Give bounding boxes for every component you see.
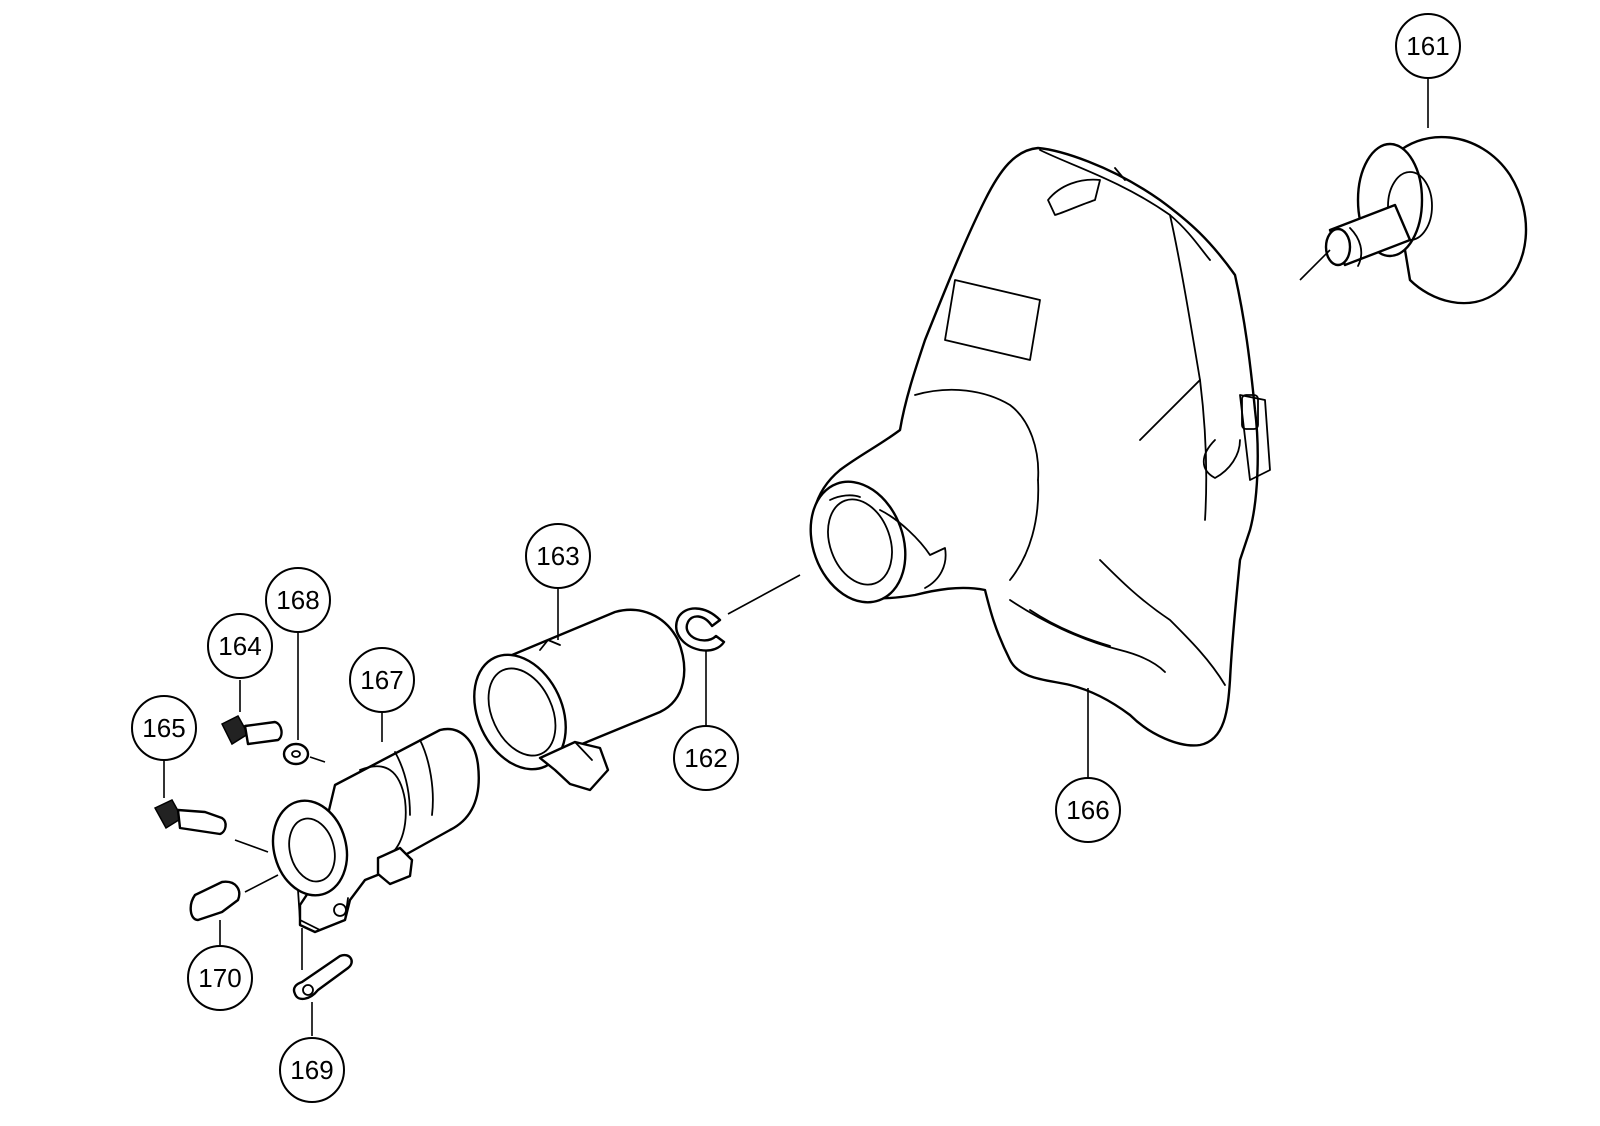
callout-label-164: 164 (218, 631, 261, 661)
callout-162: 162 (673, 725, 739, 791)
part-163-clamp-sleeve (473, 588, 686, 792)
callout-label-167: 167 (360, 665, 403, 695)
part-161-clutch-drum (1299, 135, 1528, 305)
callout-170: 170 (187, 945, 253, 1011)
callout-164: 164 (207, 613, 273, 679)
callout-166: 166 (1055, 777, 1121, 843)
callout-163: 163 (525, 523, 591, 589)
part-169-bracket (292, 953, 353, 1036)
callout-168: 168 (265, 567, 331, 633)
callout-165: 165 (131, 695, 197, 761)
callout-label-161: 161 (1406, 31, 1449, 61)
callout-169: 169 (279, 1037, 345, 1103)
callout-label-165: 165 (142, 713, 185, 743)
callout-161: 161 (1395, 13, 1461, 128)
callout-label-169: 169 (290, 1055, 333, 1085)
part-165-screw (153, 760, 269, 853)
part-168-washer (282, 632, 326, 766)
part-162-snap-ring (675, 574, 801, 726)
part-170-key (189, 874, 279, 945)
part-166-housing (809, 146, 1271, 795)
callout-label-166: 166 (1066, 795, 1109, 825)
callout-label-162: 162 (684, 743, 727, 773)
part-167-clamp-body (271, 713, 480, 970)
callout-167: 167 (349, 647, 415, 713)
callout-label-163: 163 (536, 541, 579, 571)
part-164-bolt (220, 680, 283, 746)
callout-label-170: 170 (198, 963, 241, 993)
callout-label-168: 168 (276, 585, 319, 615)
